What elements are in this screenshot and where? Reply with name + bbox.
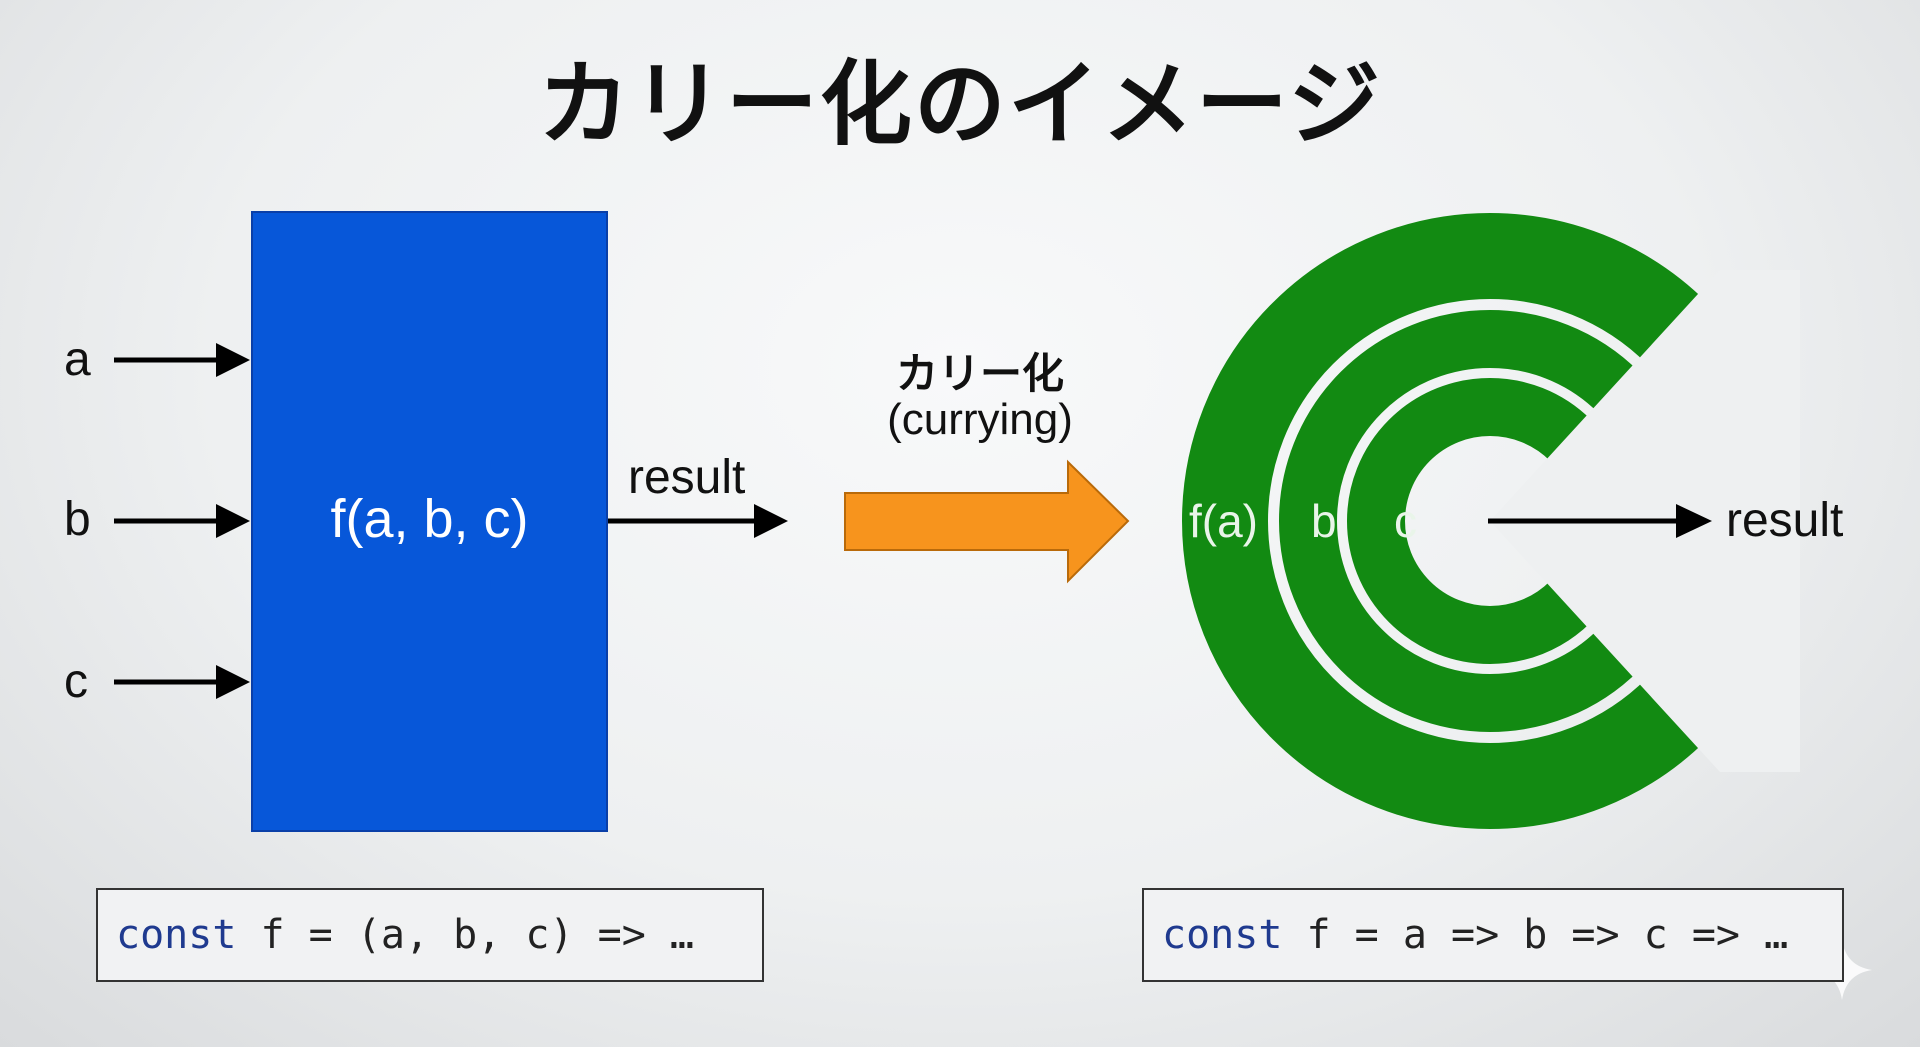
code-keyword: const [1162, 912, 1283, 958]
input-arrow-b [114, 504, 250, 538]
currying-label-en: (currying) [887, 395, 1073, 444]
input-label-c: c [64, 655, 88, 708]
currying-label-ja: カリー化 [895, 349, 1064, 398]
currying-arrow [844, 459, 1130, 584]
ring-label-fa: f(a) [1189, 495, 1258, 547]
ring-label-b: b [1311, 495, 1337, 547]
input-arrow-c [114, 665, 250, 699]
function-box-label: f(a, b, c) [330, 489, 529, 549]
function-box [251, 211, 608, 832]
input-label-b: b [64, 493, 91, 546]
right-output-arrow [1488, 504, 1712, 538]
right-result-label: result [1726, 494, 1844, 547]
input-arrow-a [114, 343, 250, 377]
ring-label-c: c [1394, 495, 1417, 547]
code-text: f = a => b => c => … [1282, 912, 1789, 958]
code-box-curried: const f = a => b => c => … [1142, 888, 1844, 982]
code-box-uncurried: const f = (a, b, c) => … [96, 888, 764, 982]
left-result-label: result [628, 451, 746, 504]
code-text: f = (a, b, c) => … [236, 912, 694, 958]
page-title: カリー化のイメージ [537, 51, 1383, 158]
input-label-a: a [64, 333, 91, 386]
left-output-arrow [608, 504, 788, 538]
code-keyword: const [116, 912, 237, 958]
